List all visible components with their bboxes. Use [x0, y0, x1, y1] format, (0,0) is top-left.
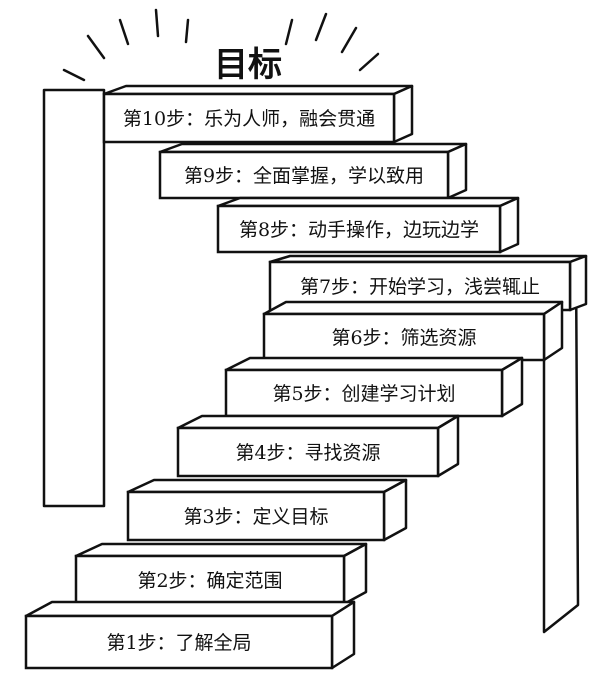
step-7-label: 第7步：开始学习，浅尝辄止 [300, 276, 540, 298]
step-9-front [158, 150, 450, 200]
step-3-tread [126, 478, 408, 494]
step-1-tread [24, 600, 356, 618]
step-3: 第3步：定义目标 [126, 478, 408, 542]
step-3-label: 第3步：定义目标 [183, 506, 328, 528]
step-1-label: 第1步：了解全局 [106, 632, 251, 654]
step-8-front [216, 204, 502, 254]
step-6: 第6步：筛选资源 [262, 300, 564, 362]
step-2-side [342, 542, 368, 606]
step-10-label: 第10步：乐为人师，融会贯通 [123, 108, 375, 130]
step-10: 第10步：乐为人师，融会贯通 [102, 84, 414, 144]
step-6-side [542, 300, 564, 362]
step-2-label: 第2步：确定范围 [137, 570, 282, 592]
step-5: 第5步：创建学习计划 [224, 356, 524, 418]
step-6-front [262, 312, 546, 362]
step-1: 第1步：了解全局 [24, 600, 356, 670]
step-4-front [176, 426, 440, 478]
step-10-side [392, 84, 414, 144]
step-2-tread [74, 542, 368, 558]
step-10-front [102, 92, 396, 144]
step-3-front [126, 490, 386, 542]
step-7-side [568, 254, 588, 312]
step-5-label: 第5步：创建学习计划 [272, 383, 455, 405]
step-6-label: 第6步：筛选资源 [331, 327, 476, 349]
step-8-side [498, 196, 520, 254]
diagram-title: 目标 [214, 45, 282, 85]
step-6-tread [262, 300, 564, 316]
step-5-tread [224, 356, 524, 372]
step-9: 第9步：全面掌握，学以致用 [158, 142, 468, 200]
step-3-side [382, 478, 408, 542]
step-8: 第8步：动手操作，边玩边学 [216, 196, 520, 254]
step-1-front [24, 614, 334, 670]
step-2-front [74, 554, 346, 606]
step-9-label: 第9步：全面掌握，学以致用 [184, 165, 424, 187]
step-4-side [436, 414, 460, 478]
step-9-side [446, 142, 468, 200]
step-4-label: 第4步：寻找资源 [235, 442, 380, 464]
step-4-tread [176, 414, 460, 430]
title-rays-icon [62, 8, 380, 82]
step-2: 第2步：确定范围 [74, 542, 368, 606]
step-5-front [224, 368, 504, 418]
step-4: 第4步：寻找资源 [176, 414, 460, 478]
step-8-label: 第8步：动手操作，边玩边学 [239, 219, 479, 241]
